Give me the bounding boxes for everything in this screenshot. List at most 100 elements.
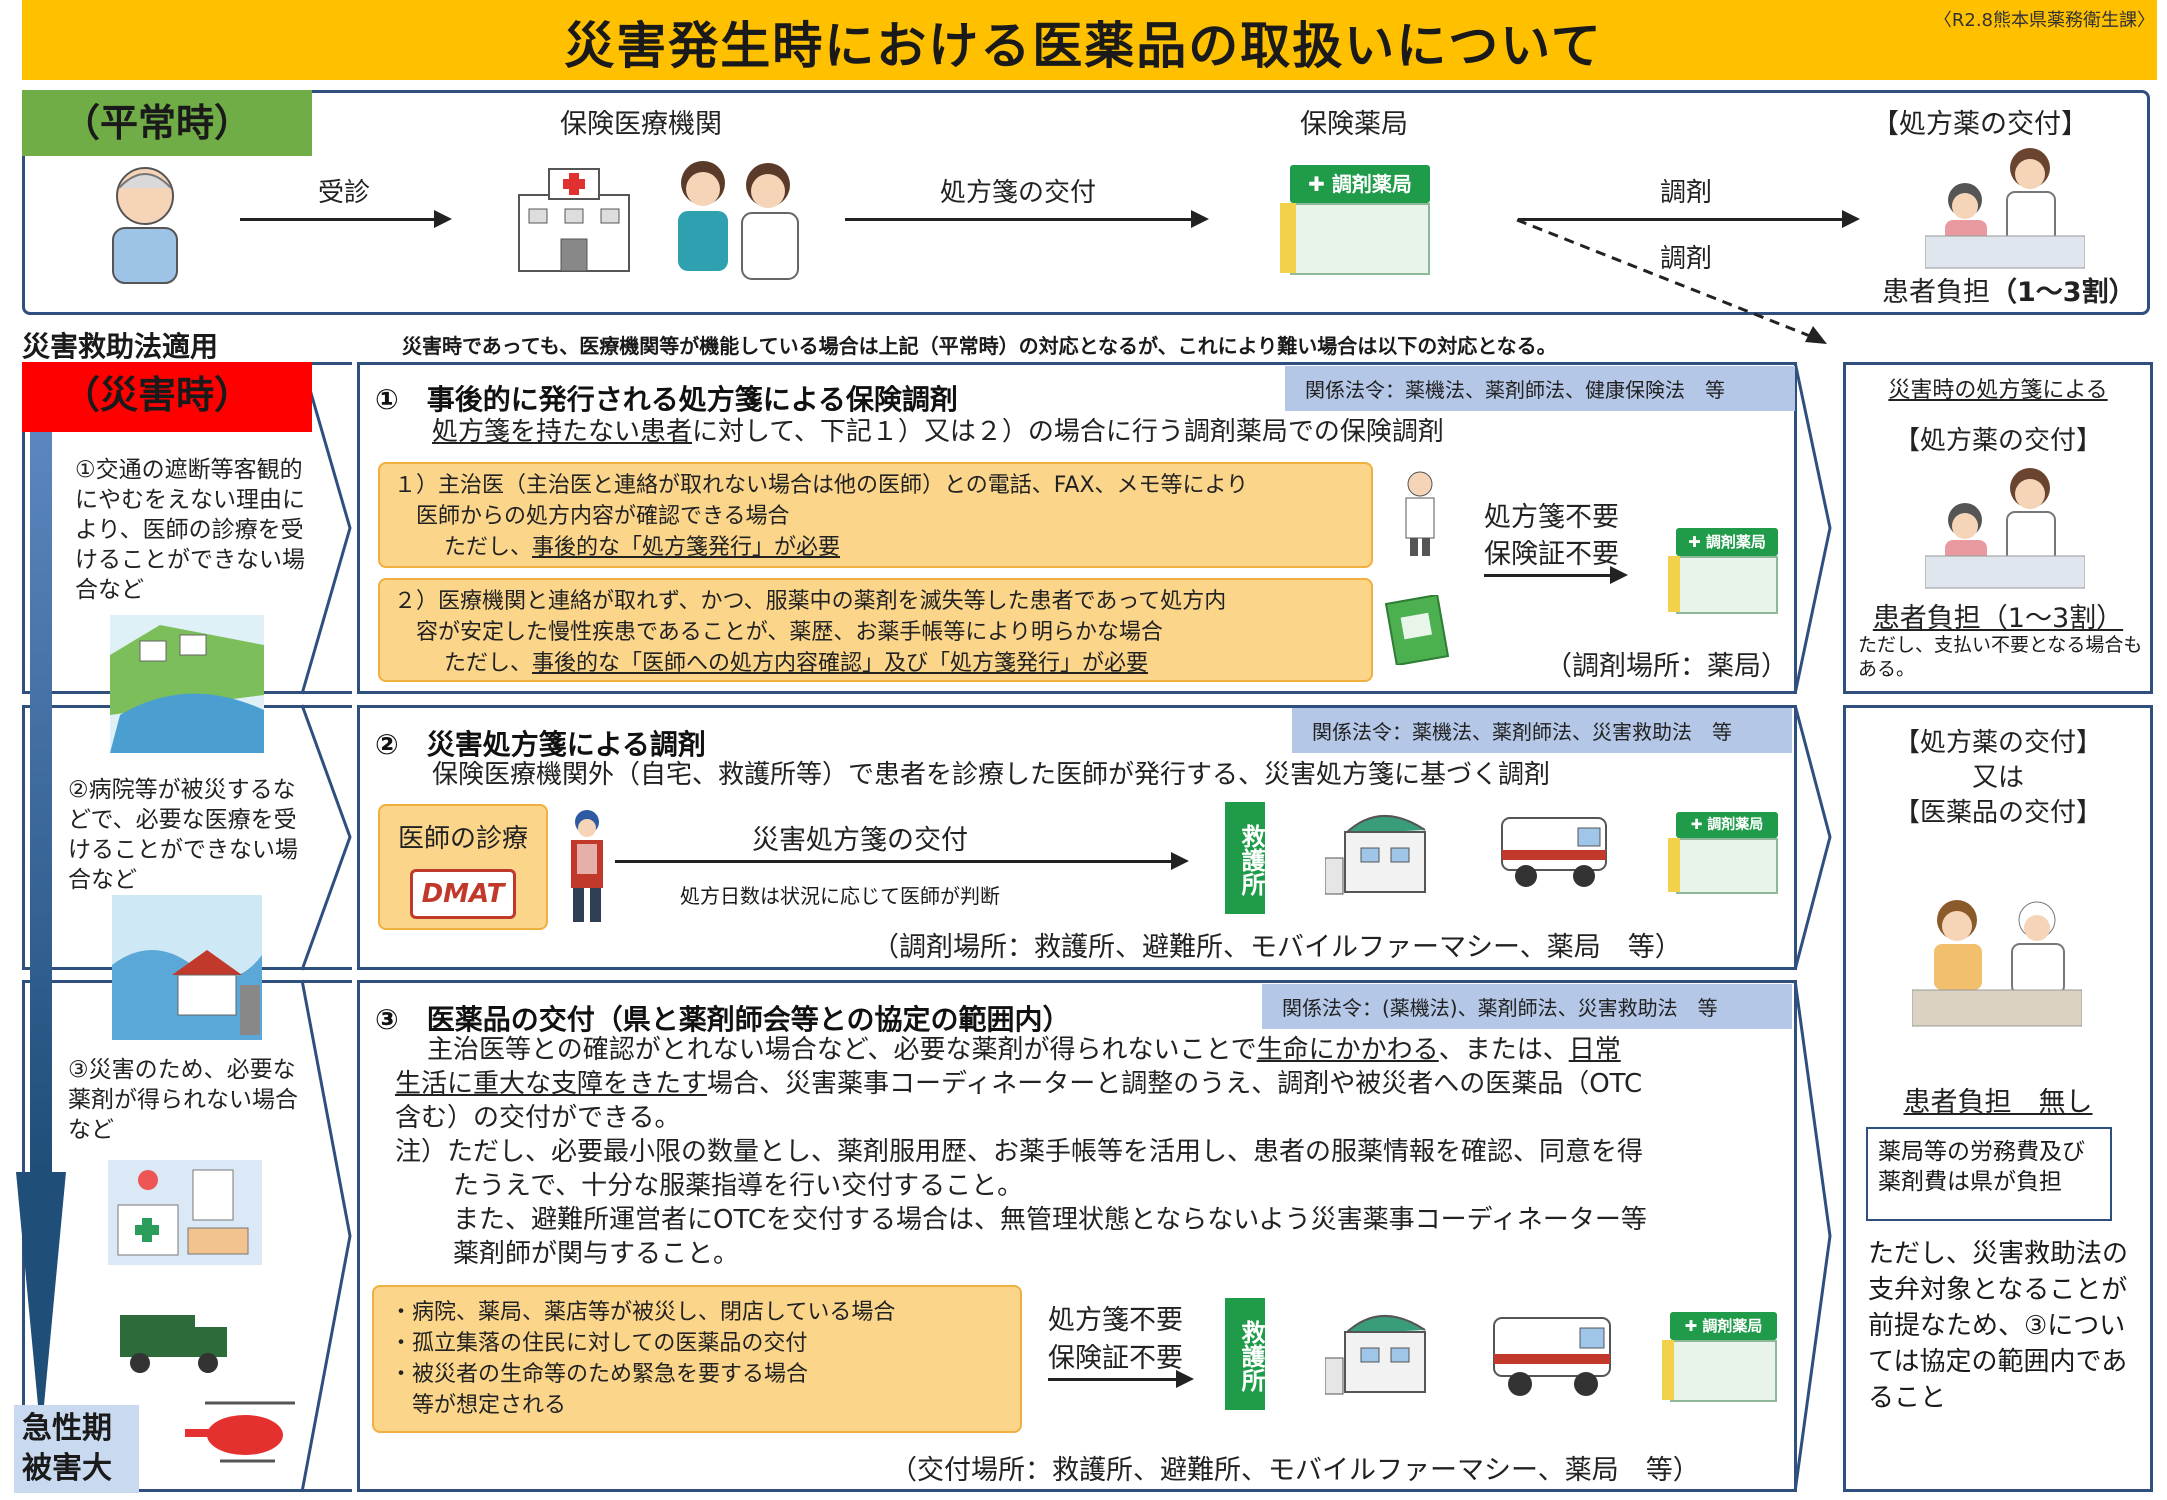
hospital-label: 保険医療機関	[560, 109, 722, 140]
box2-line3-underlined: 事後的な「医師への処方内容確認」及び「処方箋発行」が必要	[532, 651, 1149, 676]
burden-normal: 患者負担（1〜3割）	[1882, 270, 2136, 309]
right1-note: ただし、支払い不要となる場合もある。	[1858, 634, 2143, 680]
section-1-chevron	[1793, 362, 1832, 694]
section-1-box-1: １）主治医（主治医と連絡が取れない場合は他の医師）との電話、FAX、メモ等により…	[378, 462, 1373, 568]
flood-icon	[112, 895, 262, 1040]
box1-line2: 医師からの処方内容が確認できる場合	[416, 504, 790, 529]
acute-phase-text: 急性期	[22, 1411, 112, 1446]
disaster-note: 災害時であっても、医療機関等が機能している場合は上記（平常時）の対応となるが、こ…	[402, 334, 1557, 358]
doctor-examining-icon	[678, 161, 799, 280]
right2-cost-box: 薬局等の労務費及び薬剤費は県が負担	[1866, 1127, 2112, 1221]
right1-line2: 【処方薬の交付】	[1893, 426, 2102, 456]
section-3-place: （交付場所：救護所、避難所、モバイルファーマシー、薬局 等）	[890, 1455, 1700, 1486]
pharmacist-counter-icon-2	[1925, 468, 2085, 589]
section-1-num: ①	[375, 383, 399, 416]
severe-damage-text: 被害大	[22, 1451, 112, 1486]
step-visit-label: 受診	[318, 178, 371, 208]
box2-line3-pre: ただし、	[444, 651, 533, 676]
pharmacy-label: 保険薬局	[1300, 109, 1408, 140]
severity-arrow	[16, 432, 66, 1437]
left-case-2-text: ②病院等が被災するなどで、必要な医療を受けることができない場合など	[68, 777, 298, 893]
doctor-exam-label: 医師の診療	[397, 824, 528, 854]
s3-case-1: ・病院、薬局、薬店等が被災し、閉店している場合	[390, 1300, 896, 1325]
s3-p1-u1: 生命にかかわる	[1256, 1035, 1439, 1065]
section-3-title: ③ 医薬品の交付（県と薬剤師会等との協定の範囲内）	[375, 998, 1070, 1038]
disaster-time-tag: （災害時）	[22, 362, 312, 432]
s3-note2: たうえで、十分な服薬指導を行い交付すること。	[453, 1171, 1024, 1201]
section-2-title-text: 災害処方箋による調剤	[426, 728, 706, 761]
box2-line2: 容が安定した慢性疾患であることが、薬歴、お薬手帳等により明らかな場合	[416, 620, 1163, 645]
truck-icon	[120, 1315, 227, 1373]
mobile-pharmacy-icon-3	[1493, 1317, 1611, 1396]
s3-p3: 含む）の交付ができる。	[395, 1103, 681, 1133]
section-2-arrow-label: 災害処方箋の交付	[752, 825, 968, 856]
s3-note4: 薬剤師が関与すること。	[453, 1239, 740, 1269]
s3-p2-u: 生活に重大な支障をきたす	[395, 1069, 708, 1099]
section-1-title: ① 事後的に発行される処方箋による保険調剤	[375, 378, 958, 418]
landslide-icon	[110, 615, 264, 753]
burden-normal-prefix: 患者負担	[1882, 277, 1990, 308]
step-dispense-label-2: 調剤	[1660, 244, 1713, 274]
section-1-law: 関係法令：薬機法、薬剤師法、健康保険法 等	[1285, 366, 1795, 411]
pharmacy-sign: ✚ 調剤薬局	[1676, 812, 1778, 838]
section-3-cases-box: ・病院、薬局、薬店等が被災し、閉店している場合 ・孤立集落の住民に対しての医薬品…	[372, 1285, 1022, 1433]
section-1-pharmacy-icon: ✚ 調剤薬局	[1668, 528, 1778, 616]
s3-case-2: ・孤立集落の住民に対しての医薬品の交付	[390, 1331, 808, 1356]
right1-line1: 災害時の処方箋による	[1888, 378, 2108, 403]
section-3-title-text: 医薬品の交付（県と薬剤師会等との協定の範囲内）	[426, 1003, 1071, 1036]
section-2-law: 関係法令：薬機法、薬剤師法、災害救助法 等	[1292, 708, 1792, 753]
s3-case-3: ・被災者の生命等のため緊急を要する場合	[390, 1362, 809, 1387]
section-2-days-note: 処方日数は状況に応じて医師が判断	[680, 884, 1000, 908]
right2-burden: 患者負担 無し	[1903, 1087, 2093, 1118]
left-chevrons	[300, 362, 352, 1492]
section-2-arrow	[615, 852, 1189, 870]
pharmacy-sign: ✚ 調剤薬局	[1670, 1312, 1777, 1340]
right2-line3: 【医薬品の交付】	[1893, 798, 2102, 828]
section-2-pharmacy-icon: ✚ 調剤薬局	[1668, 812, 1778, 896]
section-1-box-2: ２）医療機関と連絡が取れず、かつ、服薬中の薬剤を滅失等した患者であって処方内 容…	[378, 578, 1373, 682]
s3-p1-u2: 日常	[1568, 1035, 1621, 1065]
aid-station-sign-3: 救護所	[1225, 1298, 1265, 1410]
acute-phase-label: 急性期 被害大	[14, 1405, 139, 1493]
dmat-logo: DMAT	[410, 869, 516, 919]
disaster-relief-law-label: 災害救助法適用	[22, 330, 219, 363]
helicopter-icon	[185, 1401, 295, 1463]
doctor-icon	[1405, 471, 1435, 556]
section-1-desc: 処方箋を持たない患者に対して、下記１）又は２）の場合に行う調剤薬局での保険調剤	[432, 415, 1444, 449]
section-1-no-rx: 処方箋不要	[1484, 502, 1619, 533]
section-1-title-text: 事後的に発行される処方箋による保険調剤	[426, 383, 958, 416]
section-1-desc-rest: に対して、下記１）又は２）の場合に行う調剤薬局での保険調剤	[692, 417, 1444, 447]
hospital-icon	[518, 168, 630, 272]
left-case-3-text: ③災害のため、必要な薬剤が得られない場合など	[68, 1057, 298, 1143]
arrow-visit	[240, 210, 452, 228]
title-bar	[22, 0, 2157, 80]
s3-note3: また、避難所運営者にOTCを交付する場合は、無管理状態とならないよう災害薬事コー…	[453, 1205, 1647, 1235]
right1-burden: 患者負担（1〜3割）	[1872, 603, 2124, 634]
section-2-title: ② 災害処方箋による調剤	[375, 723, 706, 763]
dashed-arrow	[1516, 218, 1827, 344]
normal-time-tag: （平常時）	[22, 90, 312, 156]
pharmacist-counter-icon	[1925, 148, 2085, 269]
section-3-law: 関係法令：(薬機法)、薬剤師法、災害救助法 等	[1262, 984, 1792, 1029]
rescue-worker-icon	[571, 810, 603, 922]
section-2-place: （調剤場所：救護所、避難所、モバイルファーマシー、薬局 等）	[872, 932, 1682, 963]
page-title: 災害発生時における医薬品の取扱いについて	[564, 17, 1603, 75]
section-3-num: ③	[375, 1003, 399, 1036]
shelter-building-icon	[1325, 815, 1426, 895]
section-3-no-insurance: 保険証不要	[1048, 1343, 1183, 1374]
section-3-no-rx: 処方箋不要	[1048, 1305, 1183, 1336]
right-panel-2	[1843, 705, 2153, 1492]
aid-station-sign: 救護所	[1225, 802, 1265, 914]
section-3-arrow	[1048, 1370, 1194, 1388]
pharmacy-sign: ✚ 調剤薬局	[1676, 528, 1778, 556]
arrow-prescription	[845, 210, 1209, 228]
normal-time-panel	[22, 90, 2150, 315]
section-2-chevron	[1793, 705, 1832, 970]
s3-p2-rest: 場合、災害薬事コーディネーターと調整のうえ、調剤や被災者への医薬品（OTC	[707, 1069, 1643, 1099]
left-case-1-text: ①交通の遮断等客観的にやむをえない理由により、医師の診療を受けることができない場…	[75, 457, 305, 603]
section-2-desc: 保険医療機関外（自宅、救護所等）で患者を診療した医師が発行する、災害処方箋に基づ…	[432, 760, 1551, 790]
section-3-chevron	[1793, 980, 1832, 1492]
box1-line3-pre: ただし、	[444, 535, 533, 560]
section-1-place: （調剤場所：薬局）	[1545, 651, 1788, 682]
medicine-supplies-icon	[108, 1160, 262, 1265]
